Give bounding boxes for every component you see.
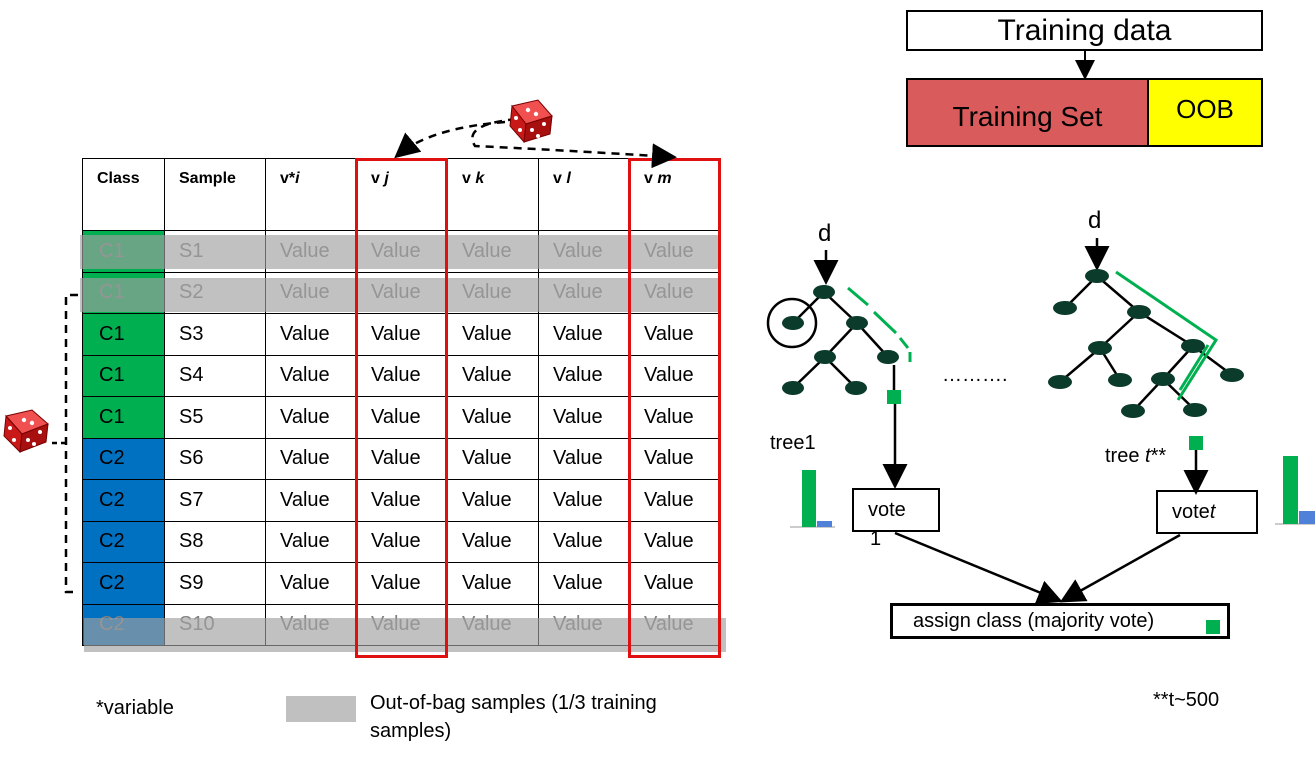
value-cell: Value: [265, 313, 357, 356]
sample-cell: S8: [164, 520, 266, 563]
header-variable-m: v m: [629, 158, 721, 231]
value-cell: Value: [629, 354, 721, 397]
selected-column-j: [355, 158, 448, 658]
training-set-box: Training Set: [906, 78, 1149, 147]
dashed-arrow-to-column-j: [394, 120, 506, 159]
oob-band-s1: [80, 235, 720, 269]
tree-1-leaf: [887, 390, 901, 404]
dashed-arrow-to-column-m: [471, 116, 677, 169]
assign-class-box: assign class (majority vote): [890, 603, 1230, 639]
tree-t-leaf: [1189, 436, 1203, 450]
tree-t-path: [1115, 270, 1219, 401]
sample-cell: S6: [164, 437, 266, 480]
tree-1-input-label: d: [818, 220, 832, 247]
vote-1-number: 1: [870, 528, 882, 550]
value-cell: Value: [538, 479, 630, 522]
value-cell: Value: [538, 437, 630, 480]
value-cell: Value: [538, 562, 630, 605]
value-cell: Value: [447, 437, 539, 480]
value-cell: Value: [356, 313, 448, 356]
value-cell: Value: [265, 520, 357, 563]
table-header-row: Class Sample v*i v j v k v l v m: [82, 158, 721, 231]
tree-1-label: tree1: [770, 432, 816, 454]
vote-1-box: vote: [852, 488, 940, 532]
tree-t-input-label: d: [1088, 207, 1102, 234]
tree-t-vote-bars: [1275, 456, 1315, 525]
header-class: Class: [82, 158, 165, 231]
oob-legend-text: Out-of-bag samples (1/3 training samples…: [370, 692, 657, 742]
tree-1: [792, 250, 896, 392]
t-note: **t~500: [1153, 689, 1220, 711]
assign-class-leaf: [1206, 620, 1220, 634]
value-cell: Value: [629, 479, 721, 522]
ellipsis-label: ……….: [942, 364, 1008, 386]
tree-t-nodes: [1048, 269, 1244, 418]
class-cell: C2: [82, 479, 165, 522]
oob-band-s10: [84, 618, 726, 652]
dice-icon: [3, 409, 49, 454]
value-cell: Value: [629, 520, 721, 563]
class-cell: C1: [82, 313, 165, 356]
training-data-box: Training data: [906, 10, 1263, 51]
value-cell: Value: [356, 562, 448, 605]
value-cell: Value: [538, 520, 630, 563]
value-cell: Value: [629, 313, 721, 356]
sample-cell: S4: [164, 354, 266, 397]
value-cell: Value: [356, 437, 448, 480]
class-cell: C2: [82, 562, 165, 605]
value-cell: Value: [629, 396, 721, 439]
value-cell: Value: [356, 479, 448, 522]
tree-1-highlight-circle: [766, 297, 818, 349]
value-cell: Value: [265, 354, 357, 397]
value-cell: Value: [447, 520, 539, 563]
value-cell: Value: [538, 313, 630, 356]
tree-1-nodes: [782, 285, 899, 395]
value-cell: Value: [265, 437, 357, 480]
value-cell: Value: [447, 479, 539, 522]
oob-legend-swatch: [286, 696, 356, 722]
value-cell: Value: [447, 313, 539, 356]
value-cell: Value: [356, 396, 448, 439]
value-cell: Value: [538, 354, 630, 397]
value-cell: Value: [538, 396, 630, 439]
value-cell: Value: [447, 354, 539, 397]
variable-note: *variable: [96, 697, 174, 719]
oob-box: OOB: [1147, 78, 1263, 147]
value-cell: Value: [629, 437, 721, 480]
class-cell: C2: [82, 520, 165, 563]
value-cell: Value: [265, 396, 357, 439]
tree-1-path: [847, 286, 912, 362]
tree-t-label: tree t**: [1105, 445, 1167, 467]
tree-t: [1059, 238, 1233, 412]
value-cell: Value: [629, 562, 721, 605]
tree-1-vote-bars: [790, 470, 835, 528]
class-cell: C1: [82, 396, 165, 439]
dashed-bracket: [64, 293, 78, 594]
oob-band-s2: [80, 278, 720, 312]
sample-cell: S9: [164, 562, 266, 605]
vote-t-box: vote t: [1156, 490, 1258, 534]
dice-icon: [509, 99, 553, 144]
header-variable-i: v*i: [265, 158, 357, 231]
class-cell: C2: [82, 437, 165, 480]
value-cell: Value: [356, 520, 448, 563]
